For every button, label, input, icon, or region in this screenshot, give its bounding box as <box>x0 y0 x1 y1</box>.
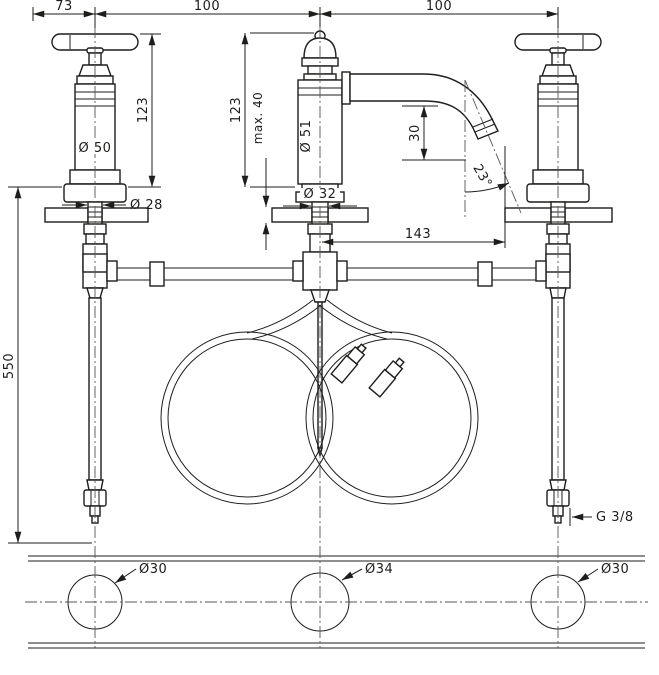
dim-label-100-right: 100 <box>426 0 452 14</box>
hose-end-fitting-left <box>330 343 367 384</box>
dim-label-30: 30 <box>408 124 423 142</box>
flexible-hose-loops <box>160 299 479 505</box>
centerlines <box>25 26 648 648</box>
spout <box>349 73 499 140</box>
dim-label-123-left: 123 <box>136 97 151 123</box>
plan-label-dia34-center: Ø34 <box>365 562 393 577</box>
spout-axis-centerline <box>464 79 522 214</box>
connecting-pipes <box>117 261 536 287</box>
dim-label-max40: max. 40 <box>251 92 265 145</box>
dim-label-550: 550 <box>2 353 17 379</box>
dim-label-dia50: Ø 50 <box>79 141 112 156</box>
dimensions: 73 100 100 123 123 max. 40 Ø 50 Ø 28 Ø 5… <box>2 0 634 584</box>
dim-label-dia51: Ø 51 <box>299 120 314 153</box>
dim-label-100-left: 100 <box>194 0 220 14</box>
hose-end-fitting-right <box>368 357 405 398</box>
plan-label-dia30-right: Ø30 <box>601 562 629 577</box>
plan-label-dia30-left: Ø30 <box>139 562 167 577</box>
dim-label-23deg: 23° <box>469 162 494 191</box>
center-spout-column <box>292 30 499 457</box>
dim-label-dia28: Ø 28 <box>130 198 163 213</box>
dim-label-thread: G 3/8 <box>596 510 634 525</box>
dim-label-143: 143 <box>405 227 431 242</box>
dim-label-73: 73 <box>55 0 73 14</box>
dim-label-dia32: Ø 32 <box>304 187 337 202</box>
dim-label-123-center: 123 <box>229 97 244 123</box>
